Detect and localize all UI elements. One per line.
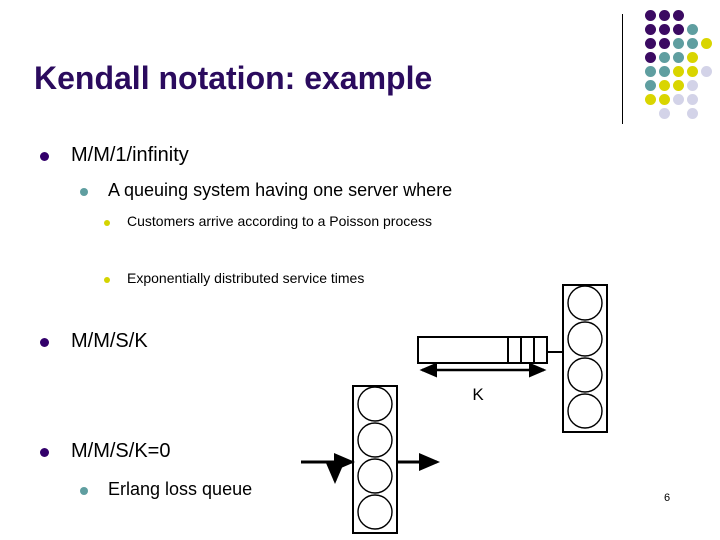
decoration-dot: [659, 94, 670, 105]
bullet-label: Erlang loss queue: [108, 479, 253, 499]
bullet-marker-icon: [80, 487, 88, 495]
bullet-item-mm1: M/M/1/infinity: [40, 144, 189, 167]
decoration-dot: [687, 80, 698, 91]
decoration-dot: [673, 10, 684, 21]
server-circle: [357, 458, 393, 494]
decoration-dot: [687, 38, 698, 49]
bullet-item-exponential: Exponentially distributed service times: [104, 270, 364, 286]
decoration-dot: [673, 52, 684, 63]
mmsk-queue-diagram: [417, 284, 608, 433]
erlang-loss-diagram: [301, 385, 440, 534]
server-circle: [567, 393, 603, 429]
bullet-label: M/M/S/K: [71, 330, 148, 352]
decoration-dot: [645, 66, 656, 77]
header-divider-rule: [622, 14, 623, 124]
decoration-dot: [645, 52, 656, 63]
server-circle: [567, 321, 603, 357]
server-bank-box: [352, 385, 398, 534]
decoration-dot: [659, 108, 670, 119]
server-circle: [567, 357, 603, 393]
bullet-marker-icon: [80, 188, 88, 196]
decoration-dot: [673, 66, 684, 77]
bullet-marker-icon: [104, 277, 110, 283]
decoration-dot: [701, 66, 712, 77]
page-number: 6: [664, 492, 671, 504]
decoration-dot: [645, 80, 656, 91]
capacity-label-K: K: [472, 385, 484, 404]
bullet-item-queuing: A queuing system having one server where: [80, 180, 452, 201]
server-circle: [357, 386, 393, 422]
server-bank-box: [562, 284, 608, 433]
decoration-dot: [659, 52, 670, 63]
server-circle: [357, 422, 393, 458]
decoration-dot: [659, 80, 670, 91]
decoration-dot: [673, 94, 684, 105]
bullet-item-mmsk0: M/M/S/K=0: [40, 440, 170, 463]
decoration-dot: [687, 108, 698, 119]
server-circle: [567, 285, 603, 321]
bullet-item-mmsk: M/M/S/K: [40, 330, 148, 353]
bullet-label: M/M/1/infinity: [71, 144, 189, 166]
decoration-dot: [673, 24, 684, 35]
bullet-item-erlang: Erlang loss queue: [80, 479, 252, 500]
bullet-marker-icon: [40, 152, 49, 161]
page-title: Kendall notation: example: [34, 60, 433, 96]
bullet-marker-icon: [40, 448, 49, 457]
queue-buffer-rect: [417, 336, 548, 364]
decoration-dot: [687, 24, 698, 35]
decoration-dot: [645, 10, 656, 21]
decoration-dot: [659, 66, 670, 77]
dot-grid-decoration: [645, 10, 715, 125]
decoration-dot: [673, 38, 684, 49]
decoration-dot: [659, 10, 670, 21]
bullet-marker-icon: [104, 220, 110, 226]
bullet-label: Customers arrive according to a Poisson …: [127, 213, 433, 229]
decoration-dot: [645, 94, 656, 105]
decoration-dot: [701, 38, 712, 49]
bullet-item-poisson: Customers arrive according to a Poisson …: [104, 213, 432, 229]
server-circle: [357, 494, 393, 530]
bullet-label: Exponentially distributed service times: [127, 270, 365, 286]
decoration-dot: [687, 94, 698, 105]
decoration-dot: [659, 24, 670, 35]
decoration-dot: [645, 24, 656, 35]
decoration-dot: [659, 38, 670, 49]
decoration-dot: [687, 52, 698, 63]
bullet-label: M/M/S/K=0: [71, 440, 171, 462]
decoration-dot: [645, 38, 656, 49]
bullet-marker-icon: [40, 338, 49, 347]
decoration-dot: [687, 66, 698, 77]
decoration-dot: [673, 80, 684, 91]
bullet-label: A queuing system having one server where: [108, 180, 453, 200]
